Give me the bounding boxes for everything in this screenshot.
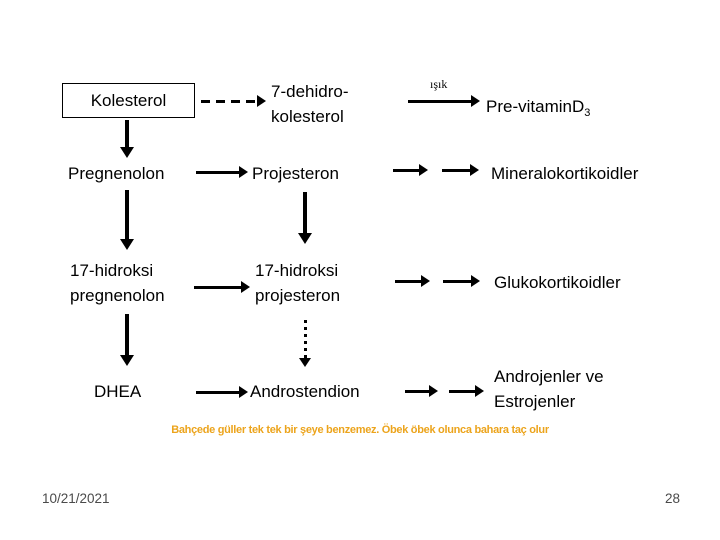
arrow-hidroksiprojesteron-to-glukokortikoidler-2: [443, 275, 480, 287]
arrow-shaft: [196, 390, 241, 394]
arrow-shaft: [201, 99, 259, 103]
arrow-shaft: [443, 279, 473, 283]
arrow-head: [120, 147, 134, 158]
arrow-head: [120, 355, 134, 366]
arrow-projesteron-to-mineralokortikoidler-2: [442, 164, 479, 176]
node-dehidrokolesterol: 7-dehidro- kolesterol: [271, 82, 349, 126]
arrow-head: [298, 233, 312, 244]
arrow-kolesterol-to-dehidrokolesterol: [201, 95, 266, 107]
edge-label-isik: ışık: [430, 77, 448, 91]
page-number: 28: [664, 491, 680, 506]
previtamin-base-text: Pre-vitaminD: [486, 97, 585, 116]
arrow-head: [120, 239, 134, 250]
arrow-shaft: [303, 320, 307, 358]
arrow-kolesterol-to-pregnenolon: [119, 120, 135, 158]
arrow-shaft: [125, 120, 129, 149]
arrow-head: [471, 275, 480, 287]
arrow-shaft: [442, 168, 472, 172]
arrow-dehidrokolesterol-to-previtamin: [408, 95, 480, 107]
arrow-head: [241, 281, 250, 293]
arrow-shaft: [408, 99, 473, 103]
arrow-hidroksiprojesteron-to-androstendion: [297, 320, 313, 367]
arrow-shaft: [393, 168, 421, 172]
arrow-androstendion-to-androjenler-1: [405, 385, 438, 397]
arrow-head: [299, 358, 311, 367]
arrow-dhea-to-androstendion: [196, 386, 248, 398]
node-projesteron: Projesteron: [252, 164, 339, 183]
arrow-hidroksipregnenolon-to-dhea: [119, 314, 135, 366]
arrow-head: [475, 385, 484, 397]
node-previtamin-d3: Pre-vitaminD3: [486, 94, 590, 126]
arrow-head: [470, 164, 479, 176]
arrow-pregnenolon-to-projesteron: [196, 166, 248, 178]
arrow-hidroksipregnenolon-to-hidroksiprojesteron: [194, 281, 250, 293]
node-pregnenolon: Pregnenolon: [68, 164, 165, 183]
arrow-pregnenolon-to-hidroksipregnenolon: [119, 190, 135, 250]
arrow-head: [239, 386, 248, 398]
arrow-shaft: [405, 389, 431, 393]
footer-date: 10/21/2021: [42, 491, 110, 506]
node-mineralokortikoidler: Mineralokortikoidler: [491, 164, 639, 183]
arrow-head: [239, 166, 248, 178]
node-hidroksi-projesteron: 17-hidroksi projesteron: [255, 261, 341, 305]
arrow-projesteron-to-mineralokortikoidler-1: [393, 164, 428, 176]
arrow-shaft: [125, 190, 129, 241]
arrow-shaft: [449, 389, 477, 393]
arrow-shaft: [196, 170, 241, 174]
arrow-head: [471, 95, 480, 107]
arrow-shaft: [194, 285, 243, 289]
arrow-shaft: [303, 192, 307, 235]
arrow-head: [419, 164, 428, 176]
node-androstendion: Androstendion: [250, 382, 360, 401]
node-dhea: DHEA: [94, 382, 142, 401]
arrow-projesteron-to-hidroksiprojesteron: [297, 192, 313, 244]
arrow-shaft: [395, 279, 423, 283]
node-hidroksi-pregnenolon: 17-hidroksi pregnenolon: [70, 261, 165, 305]
arrow-head: [429, 385, 438, 397]
quote-text: Bahçede güller tek tek bir şeye benzemez…: [171, 424, 549, 436]
arrow-shaft: [125, 314, 129, 357]
arrow-head: [257, 95, 266, 107]
previtamin-subscript: 3: [584, 107, 591, 119]
arrow-androstendion-to-androjenler-2: [449, 385, 484, 397]
node-kolesterol: Kolesterol: [62, 83, 195, 118]
arrow-hidroksiprojesteron-to-glukokortikoidler-1: [395, 275, 430, 287]
node-androjenler-estrojenler: Androjenler ve Estrojenler: [494, 367, 604, 411]
node-glukokortikoidler: Glukokortikoidler: [494, 273, 621, 292]
arrow-head: [421, 275, 430, 287]
